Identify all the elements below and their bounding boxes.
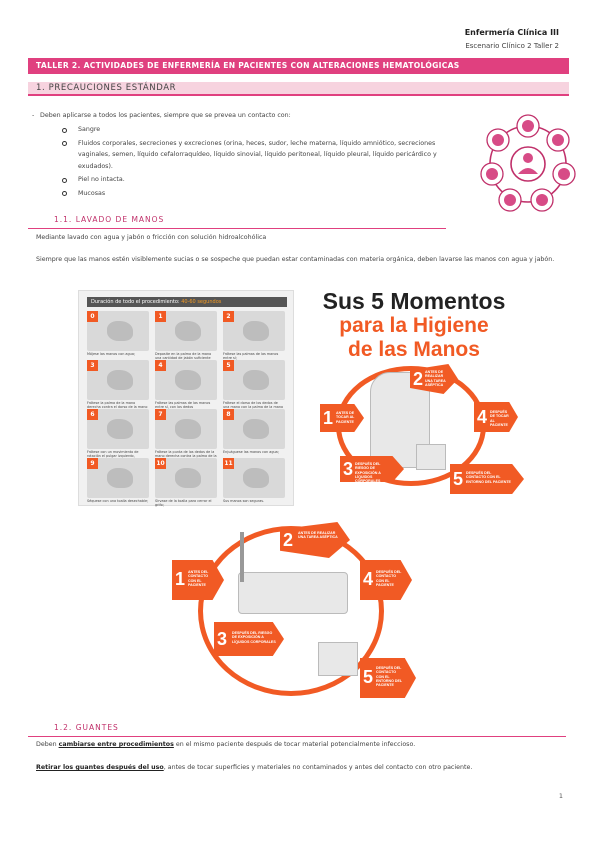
- handwash-steps-figure: Duración de todo el procedimiento: 40-60…: [78, 290, 294, 508]
- step-number: 4: [155, 360, 166, 371]
- step-number: 11: [223, 458, 234, 469]
- step-6-illustration: 6: [87, 409, 149, 449]
- list-item-text: Sangre: [78, 126, 101, 133]
- step-number: 1: [155, 311, 166, 322]
- step-caption: Séquese con una toalla desechable;: [87, 499, 149, 503]
- list-dash: -: [32, 112, 35, 119]
- step-caption: Enjuáguese las manos con agua;: [223, 450, 279, 454]
- handwash-soap-text: Siempre que las manos estén visiblemente…: [36, 256, 555, 263]
- step-number: 8: [223, 409, 234, 420]
- contact-list: Sangre Fluidos corporales, secreciones y…: [60, 124, 455, 201]
- moment-4-arrow: 4 Después de tocar al paciente: [474, 402, 518, 432]
- step-number: 7: [155, 409, 166, 420]
- hands-icon: [175, 370, 201, 390]
- moment-1-arrow: 1 Antes de tocar al paciente: [320, 404, 364, 432]
- hands-icon: [175, 321, 201, 341]
- moment-2-arrow: 2 Antes de realizar una tarea aséptica: [410, 364, 458, 394]
- gloves-change-post: en el mismo paciente después de tocar ma…: [173, 741, 416, 748]
- step-number: 5: [223, 360, 234, 371]
- hands-icon: [243, 321, 269, 341]
- step-caption: Sus manos son seguras.: [223, 499, 265, 503]
- page-number: 1: [558, 792, 563, 800]
- workshop-banner: TALLER 2. ACTIVIDADES DE ENFERMERÍA EN P…: [28, 58, 569, 74]
- bedside-table-illustration: [416, 444, 446, 470]
- step-number: 2: [223, 311, 234, 322]
- step-number: 6: [87, 409, 98, 420]
- list-item-text: Mucosas: [78, 189, 106, 197]
- course-title: Enfermería Clínica III: [464, 28, 559, 37]
- gloves-change-pre: Deben: [36, 741, 59, 748]
- hands-icon: [107, 468, 133, 488]
- gloves-remove-text: Retirar los guantes después del uso, ant…: [36, 763, 576, 773]
- handwash-method-text: Mediante lavado con agua y jabón o fricc…: [36, 234, 267, 241]
- step-0-illustration: 0: [87, 311, 149, 351]
- step-8-illustration: 8: [223, 409, 285, 449]
- step-9-illustration: 9: [87, 458, 149, 498]
- step-10-illustration: 10: [155, 458, 217, 498]
- bullet-icon: [62, 127, 67, 133]
- section-heading-precauciones: 1. PRECAUCIONES ESTÁNDAR: [28, 82, 569, 96]
- five-moments-poster: Sus 5 Momentos para la Higiene de las Ma…: [298, 288, 530, 504]
- step-caption: Frótese las palmas de las manos entre sí…: [223, 352, 279, 361]
- hands-icon: [107, 419, 133, 439]
- step-caption: Sírvase de la toalla para cerrar el grif…: [155, 499, 212, 508]
- gloves-change-bold: cambiarse entre procedimientos: [58, 741, 174, 748]
- step-11-illustration: 11: [223, 458, 285, 498]
- subsection-heading-lavado: 1.1. LAVADO DE MANOS: [28, 215, 446, 229]
- list-item: Fluidos corporales, secreciones y excrec…: [60, 138, 455, 173]
- step-number: 3: [87, 360, 98, 371]
- document-subtitle: Escenario Clínico 2 Taller 2: [465, 42, 559, 50]
- step-number: 9: [87, 458, 98, 469]
- gloves-remove-post: , antes de tocar superficies y materiale…: [163, 764, 473, 771]
- list-item-text: Piel no intacta.: [78, 176, 125, 183]
- step-4-illustration: 4: [155, 360, 217, 400]
- duration-bar: Duración de todo el procedimiento: 40-60…: [87, 297, 287, 307]
- hands-icon: [243, 468, 269, 488]
- hands-icon: [175, 419, 201, 439]
- precautions-wheel-icon: [480, 114, 576, 212]
- moment-3-arrow: 3 Después del riesgo de exposición a líq…: [340, 456, 404, 482]
- list-item: Piel no intacta.: [60, 174, 455, 186]
- moment-5-arrow: 5 Después del contacto con el entorno de…: [360, 658, 416, 698]
- step-number: 0: [87, 311, 98, 322]
- hands-icon: [243, 419, 269, 439]
- intro-paragraph: - Deben aplicarse a todos los pacientes,…: [32, 112, 291, 119]
- step-caption: Mójese las manos con agua;: [87, 352, 136, 356]
- hands-icon: [107, 321, 133, 341]
- bullet-icon: [62, 191, 67, 196]
- step-7-illustration: 7: [155, 409, 217, 449]
- bedside-cabinet-illustration: [318, 642, 358, 676]
- hands-icon: [243, 370, 269, 390]
- step-number: 10: [155, 458, 166, 469]
- poster-title-line-3: de las Manos: [348, 338, 480, 361]
- moment-4-arrow: 4 Después del contacto con el paciente: [360, 560, 412, 600]
- intro-text: Deben aplicarse a todos los pacientes, s…: [40, 112, 291, 119]
- five-moments-bed-poster: 1 Antes del contacto con el paciente 2 A…: [168, 512, 420, 708]
- subsection-heading-guantes: 1.2. GUANTES: [28, 723, 566, 737]
- hands-icon: [175, 468, 201, 488]
- list-item-text: Fluidos corporales, secreciones y excrec…: [78, 139, 437, 170]
- list-item: Mucosas: [60, 188, 455, 200]
- step-5-illustration: 5: [223, 360, 285, 400]
- moment-5-arrow: 5 Después del contacto con el entorno de…: [450, 464, 524, 494]
- list-item: Sangre: [60, 124, 455, 136]
- poster-title-line-2: para la Higiene: [339, 314, 489, 337]
- moment-1-arrow: 1 Antes del contacto con el paciente: [172, 560, 224, 600]
- step-1-illustration: 1: [155, 311, 217, 351]
- poster-title-line-1: Sus 5 Momentos: [322, 288, 506, 314]
- step-3-illustration: 3: [87, 360, 149, 400]
- hands-icon: [107, 370, 133, 390]
- hospital-bed-illustration: [238, 572, 348, 614]
- iv-stand-illustration: [240, 532, 244, 582]
- gloves-remove-bold: Retirar los guantes después del uso: [36, 764, 164, 771]
- bullet-icon: [62, 177, 67, 183]
- duration-label: Duración de todo el procedimiento:: [91, 299, 180, 305]
- duration-time: 40-60 segundos: [181, 299, 222, 305]
- bullet-icon: [62, 141, 67, 146]
- moment-3-arrow: 3 Después del riesgo de exposición a líq…: [214, 622, 284, 656]
- step-2-illustration: 2: [223, 311, 285, 351]
- gloves-change-text: Deben cambiarse entre procedimientos en …: [36, 740, 576, 750]
